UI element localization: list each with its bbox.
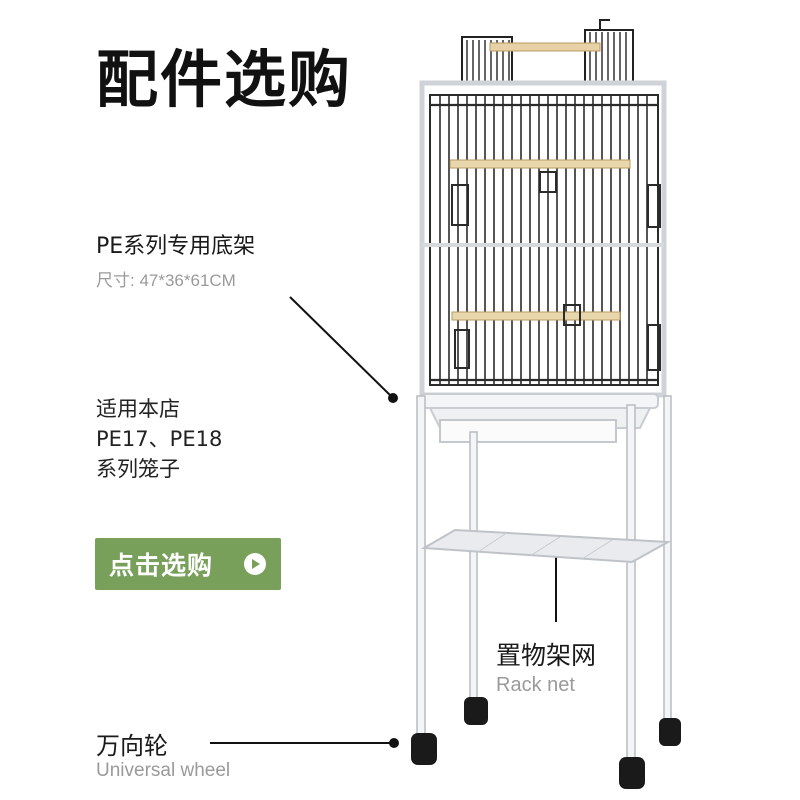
top-handles <box>461 19 634 84</box>
compat-line-2: PE17、PE18 <box>96 427 223 451</box>
compat-line-1: 适用本店 <box>96 397 180 421</box>
rack-net-label-cn: 置物架网 <box>496 641 597 670</box>
cage-body <box>419 80 667 398</box>
compat-line-3: 系列笼子 <box>96 457 180 481</box>
wheel-label-en: Universal wheel <box>96 760 231 781</box>
page-title: 配件选购 <box>96 43 353 116</box>
base-frame-name: PE系列专用底架 <box>96 234 256 259</box>
play-circle-icon <box>244 553 266 575</box>
compatibility-text: 适用本店 PE17、PE18 系列笼子 <box>96 394 222 484</box>
buy-button-label: 点击选购 <box>109 551 214 580</box>
wheel-label-cn: 万向轮 <box>96 732 168 760</box>
base-stand <box>411 393 681 789</box>
buy-button[interactable]: 点击选购 <box>95 538 281 590</box>
rack-net-label-en: Rack net <box>496 674 575 696</box>
base-frame-size: 尺寸: 47*36*61CM <box>96 271 236 290</box>
